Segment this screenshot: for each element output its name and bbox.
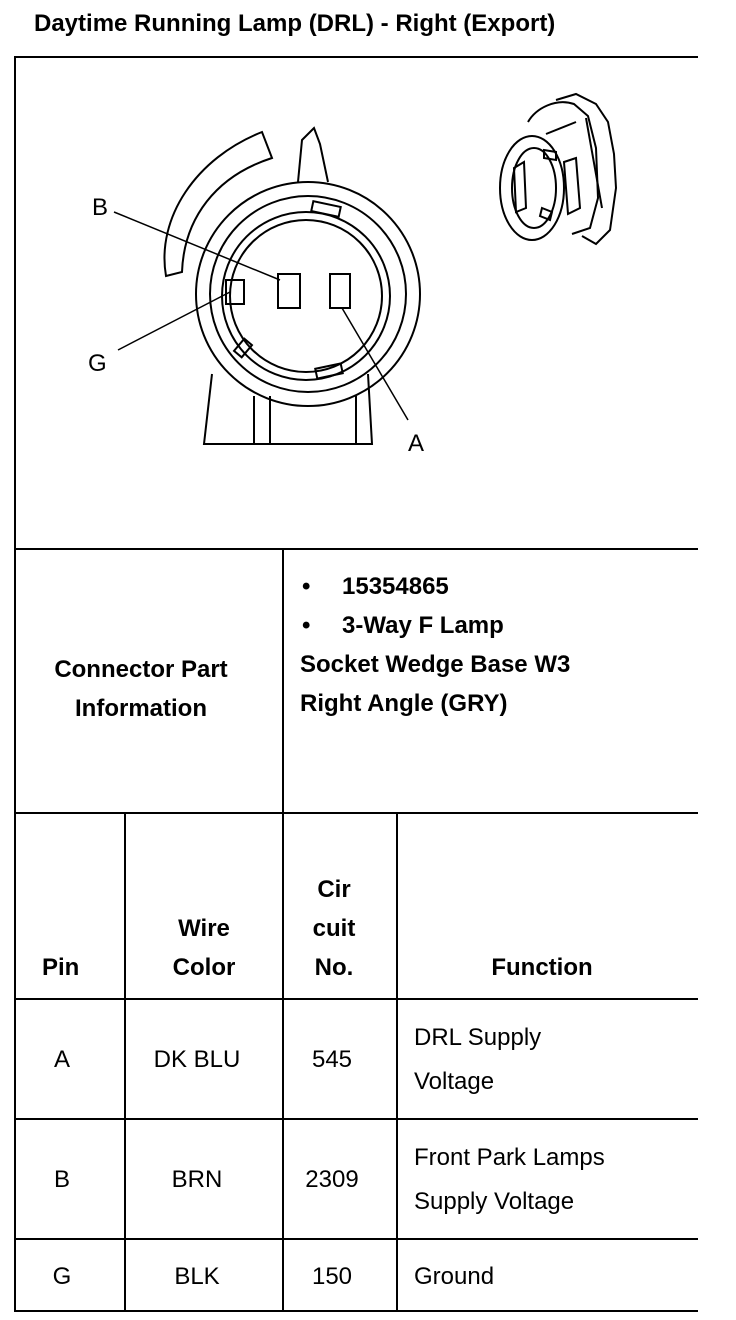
table-row-circuit: 545 <box>311 1046 353 1073</box>
header-function: Function <box>491 954 593 981</box>
divider <box>282 548 284 1312</box>
part-description: •3-Way F Lamp <box>302 612 504 639</box>
pin-label-g: G <box>88 350 107 377</box>
divider <box>396 812 398 1312</box>
table-row-wire: BRN <box>171 1166 223 1193</box>
connector-table <box>14 56 698 1312</box>
table-row-function: Front Park Lamps Supply Voltage <box>414 1144 605 1215</box>
header-wire-color: Wire Color <box>172 915 236 981</box>
connector-3d-view-icon <box>499 92 618 246</box>
table-row-wire: BLK <box>174 1263 220 1290</box>
page-title: Daytime Running Lamp (DRL) - Right (Expo… <box>34 10 556 37</box>
divider <box>14 548 698 550</box>
pin-label-b: B <box>92 194 109 221</box>
table-row-circuit: 2309 <box>305 1166 359 1193</box>
connector-end-view-icon <box>113 126 421 445</box>
table-row-function: Ground <box>414 1263 495 1290</box>
part-description-line: Socket Wedge Base W3 <box>300 651 571 678</box>
header-pin: Pin <box>42 954 80 981</box>
divider <box>124 812 126 1312</box>
part-number: •15354865 <box>302 573 449 600</box>
label-line: Information <box>75 695 207 722</box>
divider <box>14 812 698 814</box>
connector-part-details: •15354865 •3-Way F Lamp Socket Wedge Bas… <box>300 567 570 723</box>
header-circuit-no: Cir cuit No. <box>312 876 356 981</box>
table-row-pin: G <box>52 1263 72 1290</box>
table-row-wire: DK BLU <box>153 1046 241 1073</box>
divider <box>14 1238 698 1240</box>
table-row-pin: A <box>53 1046 70 1073</box>
connector-part-information-label: Connector Part Information <box>16 650 266 728</box>
divider <box>14 1118 698 1120</box>
divider <box>14 998 698 1000</box>
table-row-pin: B <box>53 1166 70 1193</box>
part-description-line: Right Angle (GRY) <box>300 690 508 717</box>
connector-diagram <box>113 92 618 445</box>
table-row-function: DRL Supply Voltage <box>414 1024 542 1095</box>
label-line: Connector Part <box>54 656 228 683</box>
pin-label-a: A <box>408 430 425 457</box>
table-row-circuit: 150 <box>311 1263 353 1290</box>
